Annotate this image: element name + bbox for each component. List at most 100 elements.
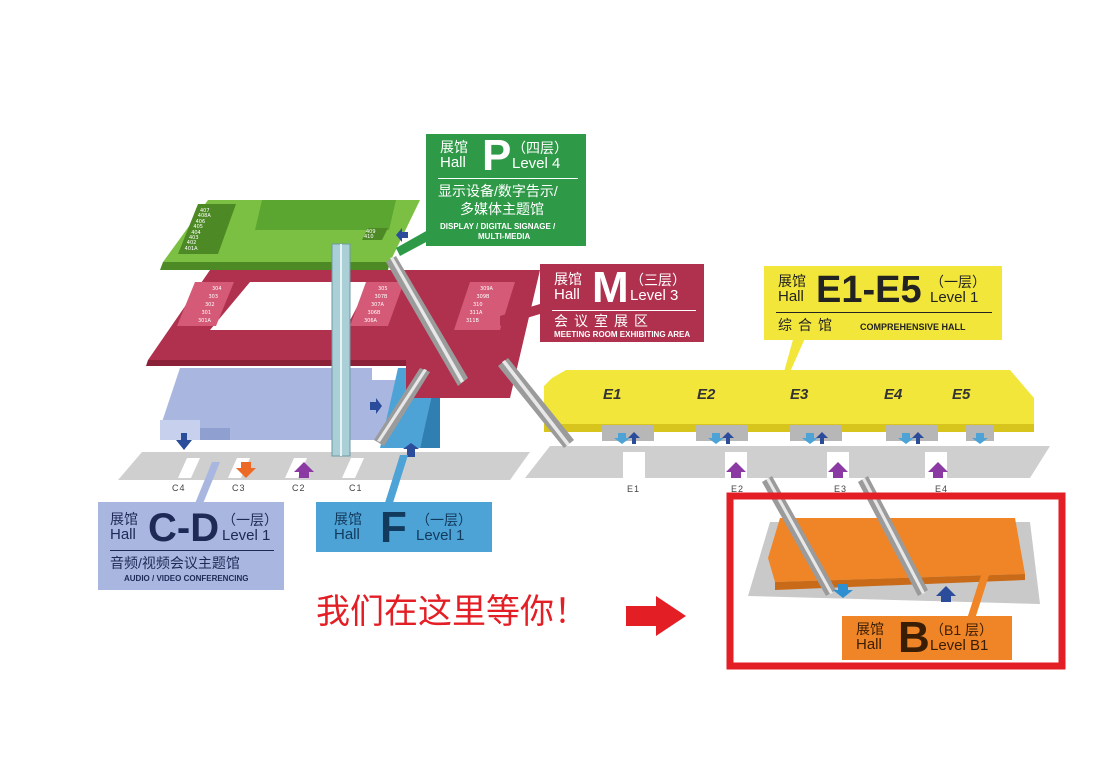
m-room-label: 311A <box>469 310 483 316</box>
m-room-label: 305 <box>378 286 388 292</box>
desc-cn: 多媒体主题馆 <box>460 201 544 217</box>
gate-label: C3 <box>232 483 246 493</box>
escalators <box>374 256 928 596</box>
m-room-label: 311B <box>466 318 479 324</box>
p-room-label: 409 <box>366 229 376 235</box>
divider <box>110 550 274 551</box>
callout-arrow <box>626 596 686 636</box>
e-hall-name: E4 <box>884 386 903 403</box>
hall-m-label: 展馆 Hall M （三层） Level 3 会议室展区 MEETING ROO… <box>540 264 704 342</box>
level-cn: （三层） <box>630 272 686 288</box>
level-en: Level B1 <box>930 637 989 654</box>
hall-letter: M <box>592 263 629 312</box>
hall-en: Hall <box>856 636 882 653</box>
leader-cd <box>194 462 220 506</box>
gate-label: E3 <box>834 484 848 494</box>
p-room-label: 402 <box>186 240 197 247</box>
m-room-label: 301A <box>198 318 211 324</box>
p-room-label: 405 <box>193 224 203 231</box>
leader-e <box>784 336 806 372</box>
m-room-label: 310 <box>473 302 483 308</box>
gate-label: C2 <box>292 483 306 493</box>
callout-text: 我们在这里等你！ <box>316 592 588 632</box>
hall-cd-label: 展馆 Hall C-D （一层） Level 1 音频/视频会议主题馆 AUDI… <box>98 502 284 590</box>
hall-en: Hall <box>110 526 136 543</box>
level-en: Level 4 <box>512 155 561 172</box>
m-room-label: 309B <box>476 294 490 300</box>
m-room-label: 306A <box>364 318 377 324</box>
hall-cn: 展馆 <box>334 511 362 527</box>
desc-en: MULTI-MEDIA <box>478 232 531 241</box>
leader-p <box>396 230 430 256</box>
desc-cn: 会议室展区 <box>554 313 654 329</box>
e-hall-name: E1 <box>603 386 622 403</box>
hall-m-rooms <box>177 282 515 330</box>
hall-letter: F <box>380 503 407 552</box>
hall-e-floor <box>544 370 1034 424</box>
gate-label: E1 <box>627 484 641 494</box>
gate-label: C4 <box>172 483 186 493</box>
divider <box>438 178 578 179</box>
m-room-label: 306B <box>367 310 381 316</box>
hall-p-label: 展馆 Hall P （四层） Level 4 显示设备/数字告示/ 多媒体主题馆… <box>426 134 586 246</box>
m-room-label: 309A <box>480 286 493 292</box>
desc-cn: 综合馆 <box>778 317 838 333</box>
hall-en: Hall <box>554 286 580 303</box>
desc-en: DISPLAY / DIGITAL SIGNAGE / <box>440 222 556 231</box>
desc-en: COMPREHENSIVE HALL <box>860 322 966 332</box>
desc-cn: 显示设备/数字告示/ <box>438 183 558 199</box>
p-room-label: 407 <box>200 208 210 214</box>
divider <box>552 310 696 311</box>
gate-label: E2 <box>731 484 745 494</box>
hall-e-label: 展馆 Hall E1-E5 （一层） Level 1 综合馆 COMPREHEN… <box>764 266 1002 340</box>
hall-letter: E1-E5 <box>816 269 922 311</box>
desc-en: MEETING ROOM EXHIBITING AREA <box>554 330 691 339</box>
hall-cn: 展馆 <box>110 511 138 527</box>
leader-b <box>966 566 992 622</box>
hall-cn: 展馆 <box>856 621 884 637</box>
p-room-label: 410 <box>364 234 374 240</box>
level-cn: （B1 层） <box>930 622 994 638</box>
level-en: Level 1 <box>416 527 465 544</box>
m-room-label: 304 <box>212 286 222 292</box>
hall-en: Hall <box>334 526 360 543</box>
desc-en: AUDIO / VIDEO CONFERENCING <box>124 574 249 583</box>
m-room-label: 303 <box>208 294 219 300</box>
hall-cn: 展馆 <box>778 273 806 289</box>
hall-letter: P <box>482 131 512 180</box>
e-hall-name: E3 <box>790 386 809 403</box>
level-cn: （四层） <box>512 140 568 156</box>
m-room-label: 301 <box>201 310 212 316</box>
p-room-label: 403 <box>189 235 199 241</box>
m-room-label: 307B <box>374 294 388 300</box>
level-en: Level 3 <box>630 287 679 304</box>
level-en: Level 1 <box>222 527 271 544</box>
hall-p-rooms <box>178 204 236 254</box>
highlight-frame <box>726 492 1066 670</box>
hall-letter: B <box>898 613 930 662</box>
hall-b-label: 展馆 Hall B （B1 层） Level B1 <box>842 616 1012 660</box>
hall-e-entrances <box>602 425 994 441</box>
desc-cn: 音频/视频会议主题馆 <box>110 555 240 571</box>
hall-letter: C-D <box>148 506 220 550</box>
hall-f-label: 展馆 Hall F （一层） Level 1 <box>316 502 492 552</box>
hall-en: Hall <box>440 154 466 171</box>
entry-arrows <box>236 228 988 602</box>
divider <box>776 312 992 313</box>
hall-m-atrium <box>210 282 370 330</box>
p-room-label: 404 <box>191 229 201 236</box>
leader-f <box>384 455 408 506</box>
ground-road-right <box>525 446 1050 478</box>
ground-road-left <box>118 452 530 480</box>
level-cn: （一层） <box>416 512 472 528</box>
hall-cd-floor <box>160 368 438 440</box>
hall-en: Hall <box>778 288 804 305</box>
e-hall-name: E2 <box>697 386 716 403</box>
level-cn: （一层） <box>222 512 278 528</box>
gate-label: E4 <box>935 484 949 494</box>
p-room-label: 408A <box>197 213 211 220</box>
leader-m <box>500 304 540 326</box>
m-room-label: 302 <box>205 302 215 308</box>
